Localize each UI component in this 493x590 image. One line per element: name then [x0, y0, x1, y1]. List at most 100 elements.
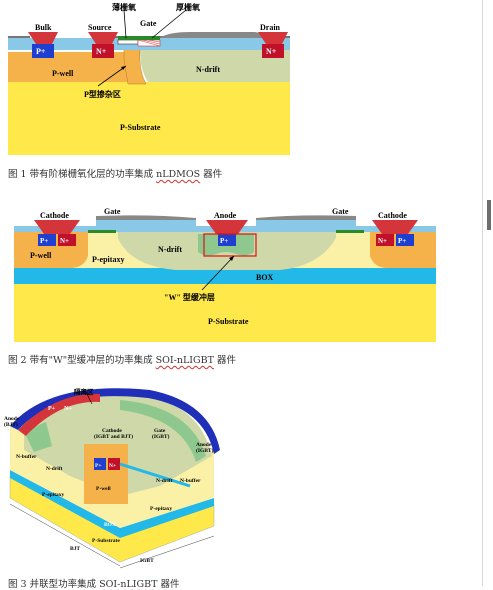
n-drift-region — [128, 50, 290, 82]
label-cathode-sub: (IGBT and BJT) — [94, 433, 133, 440]
caption-text: SOI-nLIGBT — [155, 355, 214, 366]
diagram-shape — [206, 220, 248, 234]
buffer-highlight-box — [203, 233, 257, 257]
diagram-shape — [160, 36, 255, 44]
label-box: BOX — [104, 522, 116, 528]
p-plus-left — [38, 234, 56, 246]
figure-1-nldmos: Bulk Source Gate Drain 薄栅氧 厚栅氧 P+ N+ N+ … — [8, 2, 290, 155]
label-cathode-right: Cathode — [378, 211, 407, 220]
gate-stripe — [119, 462, 191, 488]
label-n-buffer-left: N-buffer — [16, 454, 37, 460]
diagram-shape — [123, 9, 127, 39]
label-p-plus: P+ — [36, 47, 46, 56]
gate-thin-oxide — [117, 39, 139, 45]
n-buffer-ring — [120, 400, 206, 462]
figure-3-caption: 图 3 并联型功率集成 SOI-nLIGBT 器件 — [8, 576, 180, 590]
label-gate-left: Gate — [104, 207, 121, 216]
diagram-shape — [34, 220, 80, 234]
diagram-shape — [151, 9, 187, 39]
diagram-shape — [229, 256, 234, 261]
label-p-epitaxy-left: P-epitaxy — [42, 492, 65, 498]
label-gate-right: Gate — [332, 207, 349, 216]
p-well-region — [8, 52, 128, 82]
source-contact — [88, 32, 118, 44]
label-anode-right-sub: (IGBT) — [196, 447, 214, 454]
caption-text: nLDMOS — [156, 169, 201, 180]
p-plus-bulk — [32, 44, 54, 58]
diagram-shape — [137, 39, 161, 47]
diagram-shape — [256, 220, 356, 226]
label-p-plus-left: P+ — [40, 237, 48, 245]
label-n-buffer-right: N-buffer — [180, 478, 201, 484]
anode-red-rim — [18, 393, 100, 436]
diagram-shape — [121, 66, 126, 70]
caption-text: 图 1 带有阶梯栅氧化层的功率集成 — [8, 169, 157, 180]
p-plus-anode — [218, 234, 236, 246]
label-cathode: Cathode — [102, 428, 122, 434]
label-p-substrate: P-Substrate — [208, 317, 249, 326]
label-bjt: BJT — [70, 546, 80, 552]
diagram-shape — [119, 535, 215, 569]
label-thin-oxide: 薄栅氧 — [112, 2, 136, 12]
gate-left-poly — [88, 230, 116, 233]
n-plus-drain — [262, 44, 284, 58]
label-isolation: 隔离区 — [74, 387, 94, 396]
figure-1-caption: 图 1 带有阶梯栅氧化层的功率集成 nLDMOS 器件 — [8, 166, 222, 180]
p-substrate-region — [8, 82, 290, 155]
label-n-plus-right: N+ — [378, 237, 387, 245]
scroll-marker[interactable] — [487, 200, 491, 230]
page-edge-rule — [482, 0, 483, 586]
diagram-shape — [201, 255, 235, 291]
label-p-plus-right: P+ — [398, 237, 406, 245]
diagram-shape — [10, 426, 214, 528]
diagram-shape — [96, 215, 356, 220]
label-p-epitaxy: P-epitaxy — [92, 255, 124, 264]
diagram-shape — [9, 503, 121, 567]
label-thick-oxide: 厚栅氧 — [176, 2, 200, 12]
label-n-plus-left: N+ — [60, 237, 69, 245]
label-n-drift: N-drift — [158, 245, 182, 254]
label-gate: Gate — [140, 19, 157, 28]
label-anode-left: Anode — [4, 416, 20, 422]
label-n-drift-left: N-drift — [46, 466, 63, 472]
label-w-buffer: "W" 型缓冲层 — [164, 292, 215, 302]
gate-right-poly — [336, 230, 364, 233]
p-substrate-region — [14, 284, 436, 342]
diagram-shape — [26, 422, 52, 452]
p-plus-right — [396, 234, 414, 246]
caption-text: 图 2 带有"W"型缓冲层的功率集成 — [8, 355, 156, 366]
label-p-substrate: P-Substrate — [120, 123, 161, 132]
n-plus-source — [92, 44, 114, 58]
label-p-plus-anode: P+ — [220, 237, 228, 245]
label-p-well: P-well — [30, 251, 52, 260]
label-n-drift-right: N-drift — [156, 478, 173, 484]
label-n-plus-source: N+ — [96, 47, 107, 56]
label-drain: Drain — [260, 23, 281, 32]
n-plus-left — [58, 234, 76, 246]
label-gate: Gate — [154, 428, 166, 434]
caption-text: 器件 — [157, 579, 180, 590]
label-n-drift: N-drift — [196, 65, 220, 74]
label-gate-sub: (IGBT) — [152, 433, 170, 440]
diagram-shape — [160, 32, 270, 40]
label-p-well: P-well — [96, 486, 111, 492]
figure-3-parallel-soi-nligbt: 隔离区 Anode (BJT) P+ N+ Cathode (IGBT and … — [4, 387, 220, 569]
diagram-shape — [96, 220, 196, 226]
label-n-plus-ring: N+ — [64, 406, 72, 412]
label-anode-right: Anode — [196, 442, 212, 448]
label-igbt: IGBT — [140, 558, 154, 564]
diagram-shape — [85, 391, 93, 405]
diagram-shape — [372, 220, 418, 234]
p-plus-core — [94, 458, 106, 470]
n-plus-right — [376, 234, 394, 246]
label-source: Source — [88, 23, 112, 32]
p-well-column — [84, 444, 128, 504]
label-p-epitaxy-right: P-epitaxy — [150, 506, 173, 512]
label-cathode-left: Cathode — [40, 211, 69, 220]
n-plus-core — [108, 458, 120, 470]
box-stripe — [10, 470, 214, 538]
label-p-plus-ring: P+ — [48, 406, 56, 412]
caption-text: 器件 — [200, 169, 223, 180]
label-anode: Anode — [214, 211, 237, 220]
label-n-plus: N+ — [109, 463, 116, 469]
